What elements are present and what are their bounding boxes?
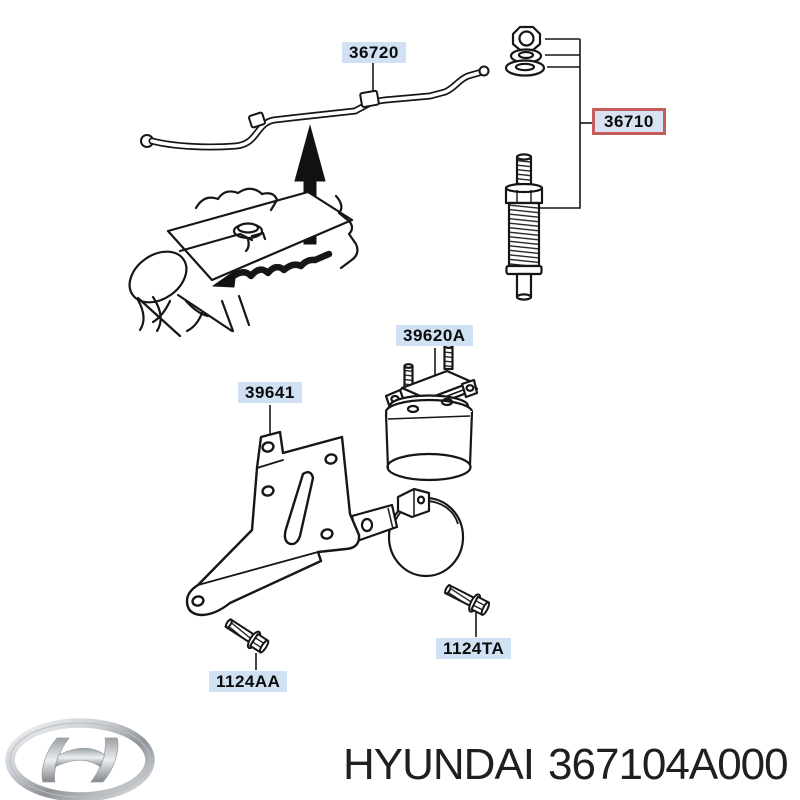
filter-clamp-art: [350, 487, 465, 578]
hyundai-logo-icon: [5, 718, 155, 800]
filter-assembly-art: [384, 343, 479, 482]
footer-part-title: HYUNDAI 367104A000: [343, 740, 793, 790]
bracket-art: [185, 430, 361, 617]
glow-plug-wire-art: [140, 65, 490, 151]
part-label-36710-highlighted[interactable]: 36710: [592, 108, 666, 135]
footer-part-number: 367104A000: [548, 740, 789, 789]
footer-brand: HYUNDAI: [343, 740, 535, 789]
glow-plug-art: [504, 153, 544, 301]
part-label-1124ta[interactable]: 1124TA: [436, 638, 512, 659]
part-label-1124aa[interactable]: 1124AA: [209, 671, 288, 692]
part-label-39641[interactable]: 39641: [238, 382, 302, 403]
leader-lines: [255, 38, 592, 670]
up-arrow-icon: [294, 124, 326, 245]
nut-and-washers-art: [504, 25, 546, 77]
part-label-39620a[interactable]: 39620A: [396, 325, 473, 346]
bolt-1124aa-art: [224, 618, 270, 654]
part-label-36720[interactable]: 36720: [342, 42, 406, 63]
bolt-1124ta-art: [443, 583, 491, 616]
engine-illustration: [128, 187, 359, 338]
